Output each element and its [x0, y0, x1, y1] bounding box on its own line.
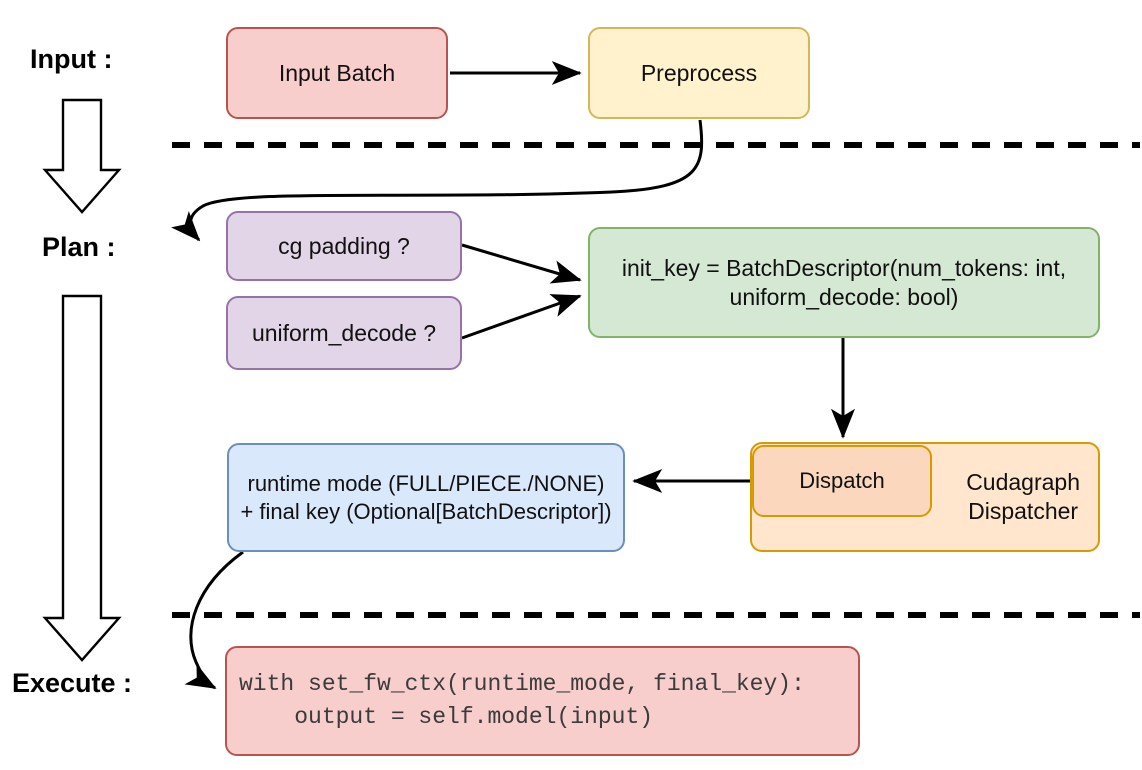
node-runtime-mode[interactable]: runtime mode (FULL/PIECE./NONE) + final … [227, 443, 625, 552]
node-input-batch-label: Input Batch [278, 59, 396, 86]
cg-padding-to-init-key-arrow [461, 243, 582, 284]
node-init-key[interactable]: init_key = BatchDescriptor(num_tokens: i… [588, 227, 1100, 338]
node-runtime-mode-label: runtime mode (FULL/PIECE./NONE) + final … [240, 471, 612, 524]
node-init-key-label: init_key = BatchDescriptor(num_tokens: i… [621, 254, 1067, 310]
plan-to-execute-block-arrow [42, 294, 122, 662]
node-preprocess-label: Preprocess [640, 59, 758, 86]
node-cudagraph-dispatcher-label: Cudagraph Dispatcher [966, 469, 1080, 524]
node-uniform-decode[interactable]: uniform_decode ? [226, 296, 462, 370]
node-cg-padding[interactable]: cg padding ? [226, 211, 462, 281]
node-cg-padding-label: cg padding ? [278, 232, 410, 259]
node-dispatch[interactable]: Dispatch [752, 445, 932, 517]
node-execute-code-label: with set_fw_ctx(runtime_mode, final_key)… [239, 670, 805, 730]
stage-label-input: Input : [30, 44, 113, 74]
node-uniform-decode-label: uniform_decode ? [251, 319, 437, 346]
node-execute-code[interactable]: with set_fw_ctx(runtime_mode, final_key)… [225, 646, 860, 756]
node-dispatch-label: Dispatch [799, 468, 885, 494]
stage-label-plan: Plan : [42, 232, 116, 262]
stage-label-execute: Execute : [12, 668, 133, 698]
node-preprocess[interactable]: Preprocess [588, 27, 810, 119]
uniform-decode-to-init-key-arrow [461, 294, 582, 340]
input-to-plan-block-arrow [42, 98, 122, 214]
node-input-batch[interactable]: Input Batch [226, 27, 448, 119]
